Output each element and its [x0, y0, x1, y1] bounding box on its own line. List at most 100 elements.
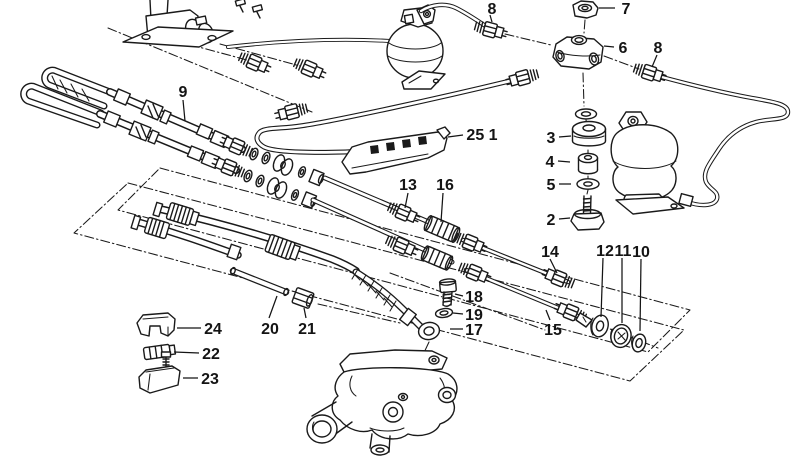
hollow-bolt-18 — [438, 278, 457, 307]
part-label-18-16: 18 — [454, 289, 483, 306]
part-number-text: 2 — [547, 212, 556, 229]
leader-line — [603, 45, 615, 48]
leader-line — [600, 257, 604, 318]
part-label-8-0: 8 — [488, 1, 497, 23]
leader-line — [404, 192, 409, 209]
leader-line — [651, 54, 658, 68]
part-number-text: 25 1 — [466, 127, 497, 144]
part-label-14-12: 14 — [541, 244, 559, 274]
pressure-pipe-15 — [456, 259, 593, 328]
rubber-mount-11 — [610, 323, 632, 349]
leader-line — [447, 134, 464, 138]
part-number-text: 20 — [261, 321, 279, 338]
union-fitting-exploded-b — [291, 55, 329, 83]
part-number-text: 15 — [544, 322, 562, 339]
cooling-coil-pipes — [24, 70, 110, 125]
leader-line — [182, 99, 186, 122]
leader-line — [173, 351, 200, 354]
leader-line — [545, 309, 551, 321]
part-number-text: 13 — [399, 177, 417, 194]
part-label-22-23: 22 — [173, 346, 220, 363]
seal-ring-row-lower — [243, 169, 318, 209]
connecting-tube-20 — [230, 266, 289, 297]
part-number-text: 7 — [622, 1, 631, 18]
leader-line — [268, 295, 278, 319]
washer-12 — [590, 314, 609, 338]
part-label-15-19: 15 — [544, 309, 562, 339]
part-number-text: 12 — [596, 243, 614, 260]
leader-line — [558, 217, 571, 220]
part-label-8-3: 8 — [651, 40, 663, 68]
part-label-19-17: 19 — [452, 307, 483, 324]
part-number-text: 8 — [488, 1, 497, 18]
part-number-text: 5 — [547, 177, 556, 194]
tee-connector-assembly — [552, 0, 604, 70]
part-label-23-24: 23 — [183, 371, 219, 388]
return-hose-upper — [110, 89, 255, 160]
part-label-7-1: 7 — [599, 1, 631, 18]
short-hose-lower — [130, 214, 241, 261]
part-number-text: 4 — [546, 154, 555, 171]
leader-line — [549, 258, 558, 274]
pressure-accumulator-front — [226, 5, 509, 90]
pipe-holder-25 — [341, 126, 451, 175]
banjo-eye-17 — [417, 321, 441, 341]
seal-ring-19 — [434, 307, 454, 319]
mount-stack-3-4-5-2 — [570, 108, 607, 231]
part-label-16-11: 16 — [436, 177, 454, 223]
part-label-24-22: 24 — [177, 321, 222, 338]
banjo-hose — [351, 268, 421, 327]
leader-line — [452, 312, 464, 315]
part-number-text: 3 — [547, 130, 556, 147]
part-label-10-15: 10 — [632, 244, 650, 332]
part-label-2-9: 2 — [547, 212, 571, 229]
part-label-6-2: 6 — [603, 40, 628, 57]
part-number-text: 10 — [632, 244, 650, 261]
part-number-text: 14 — [541, 244, 559, 261]
part-number-text: 6 — [619, 40, 628, 57]
pressure-accumulator-rear — [610, 60, 788, 215]
pipe-clip-24 — [136, 312, 176, 337]
steel-pipe-with-hex-union — [313, 200, 454, 271]
seal-ring-row-upper — [249, 147, 325, 187]
return-hose-lower — [100, 111, 247, 181]
part-label-21-21: 21 — [298, 307, 316, 338]
part-label-13-10: 13 — [399, 177, 417, 209]
part-number-text: 18 — [465, 289, 483, 306]
valve-block — [122, 0, 264, 48]
part-number-text: 8 — [654, 40, 663, 57]
part-label-12-13: 12 — [596, 243, 614, 318]
part-label-11-14: 11 — [615, 243, 632, 323]
part-label-5-8: 5 — [547, 177, 571, 194]
part-label-17-18: 17 — [450, 322, 483, 339]
part-number-text: 19 — [465, 307, 483, 324]
steering-gear-box — [306, 349, 458, 456]
leader-line — [440, 192, 444, 223]
leader-line — [454, 293, 464, 297]
part-label-4-7: 4 — [546, 154, 571, 171]
leader-line — [303, 307, 307, 319]
washer-10 — [631, 333, 647, 353]
part-number-text: 16 — [436, 177, 454, 194]
part-label-20-20: 20 — [261, 295, 279, 338]
part-label-25-1-5: 25 1 — [447, 127, 498, 144]
part-label-3-6: 3 — [547, 130, 572, 147]
part-number-text: 11 — [615, 243, 632, 260]
suction-hose — [152, 201, 356, 271]
steel-pipe-with-union-13-16 — [325, 178, 461, 243]
part-number-text: 23 — [201, 371, 219, 388]
part-number-text: 17 — [465, 322, 483, 339]
union-nut-21 — [291, 287, 315, 309]
leader-line — [489, 14, 493, 23]
support-wedge-23 — [138, 351, 181, 394]
part-number-text: 9 — [179, 84, 188, 101]
part-label-9-4: 9 — [179, 84, 188, 122]
part-number-text: 22 — [202, 346, 220, 363]
leader-line — [558, 135, 572, 138]
part-number-text: 21 — [298, 321, 316, 338]
leader-line — [557, 160, 571, 163]
leader-line — [639, 258, 642, 332]
